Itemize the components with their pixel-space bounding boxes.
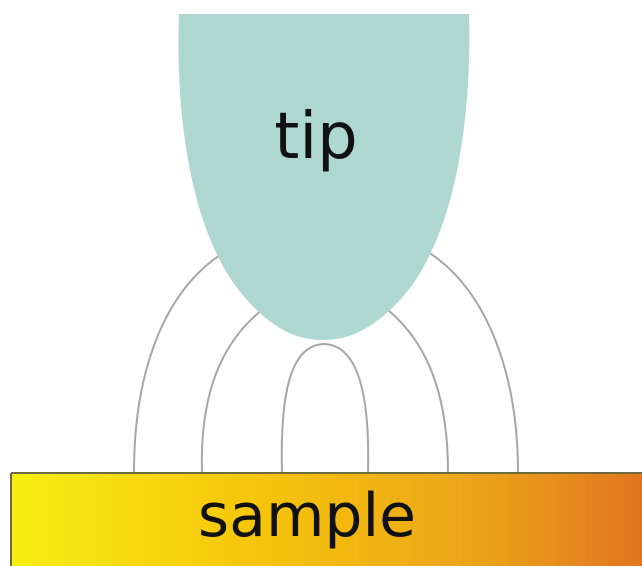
field-lines [133, 249, 519, 473]
field-line-outer-left [133, 249, 229, 473]
sample-shape [11, 473, 642, 566]
field-line-inner-right [387, 309, 449, 473]
field-line-inner-left [200, 309, 263, 473]
tip-label: tip [274, 100, 358, 174]
field-line-outer-right [424, 249, 519, 473]
field-line-center-loop [280, 342, 370, 473]
sample-label: sample [198, 481, 416, 551]
tip-shape [178, 14, 470, 340]
